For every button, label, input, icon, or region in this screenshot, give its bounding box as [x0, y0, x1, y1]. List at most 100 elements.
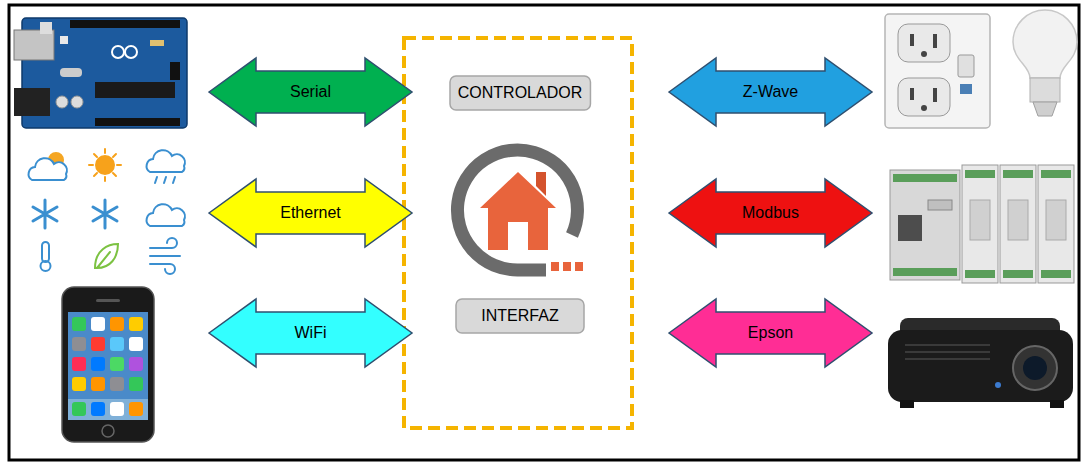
smartphone-part [72, 317, 86, 331]
controller-frame [404, 38, 632, 428]
weather-icons [29, 149, 185, 274]
weather-icons-part [89, 149, 121, 181]
plc-unit-part [1008, 200, 1028, 240]
house-logo-part [563, 262, 571, 271]
weather-icons-part [29, 158, 67, 180]
arduino-board-part [150, 40, 164, 46]
smartphone-part [91, 377, 105, 391]
smartphone-part [110, 357, 124, 371]
weather-icons-part [150, 238, 180, 274]
smartphone-part [110, 317, 124, 331]
double-arrow [209, 299, 412, 367]
smartphone-part [72, 337, 86, 351]
house-logo-part [575, 262, 583, 271]
node-label: WiFi [295, 323, 327, 342]
projector-part [888, 330, 1073, 402]
smart-outlet [885, 14, 990, 128]
smartphone-part [91, 402, 105, 416]
smartphone-part [91, 357, 105, 371]
smart-outlet-part [921, 51, 927, 57]
smart-bulb-part [1030, 78, 1060, 102]
arduino-board-part [170, 62, 180, 80]
plc-unit-part [1038, 165, 1074, 283]
plc-unit-part [893, 268, 957, 276]
weather-icons-part [95, 244, 118, 268]
weather-icons-part-part [33, 200, 57, 228]
weather-icons-part [41, 261, 51, 271]
plc-unit-part [928, 200, 952, 210]
grey-box [456, 299, 584, 333]
smartphone-part [91, 337, 105, 351]
arduino-board [14, 18, 187, 128]
smart-outlet-part [898, 78, 950, 116]
node-label: Epson [748, 323, 793, 342]
projector-part [1013, 346, 1057, 390]
protocol-arrow: Ethernet [208, 178, 413, 248]
house-logo-part [536, 172, 546, 196]
arduino-board-part [71, 96, 83, 108]
smart-bulb-part [1033, 102, 1057, 116]
arduino-board-part [112, 46, 124, 58]
smart-outlet-part [933, 34, 937, 48]
smartphone [62, 287, 154, 442]
arduino-board-part [95, 82, 175, 98]
weather-icons-part [147, 150, 185, 172]
smart-outlet-part [960, 84, 972, 94]
projector-part [900, 400, 914, 408]
arduino-board-part [70, 20, 180, 28]
role-box: INTERFAZ [455, 298, 585, 334]
smart-outlet-part [910, 34, 914, 46]
smartphone-part [91, 317, 105, 331]
arduino-board-part [60, 68, 82, 77]
weather-icons-part [155, 177, 175, 183]
house-logo-part [457, 150, 577, 270]
plc-unit-part [1041, 170, 1071, 178]
plc-unit-part [1003, 270, 1033, 278]
plc-unit-part [1041, 270, 1071, 278]
smart-outlet-part [910, 88, 914, 100]
arduino-board-part [56, 96, 68, 108]
double-arrow [209, 58, 412, 126]
plc-unit-part [965, 170, 995, 178]
smart-outlet-part [898, 24, 950, 62]
smartphone-part [129, 402, 143, 416]
plc-unit-part [965, 270, 995, 278]
plc-unit-part [1000, 165, 1036, 283]
weather-icons-part [96, 156, 114, 174]
smartphone-part [72, 377, 86, 391]
weather-icons-part-part [93, 200, 117, 228]
node-label: Ethernet [280, 203, 340, 222]
smartphone-part [110, 377, 124, 391]
smartphone-part [72, 402, 86, 416]
arduino-board-part [95, 118, 180, 126]
plc-unit-part [1046, 200, 1066, 240]
smart-outlet-part [933, 88, 937, 102]
smartphone-part [110, 337, 124, 351]
smartphone-part [68, 312, 148, 420]
arduino-board-part [125, 46, 137, 58]
smart-bulb [1013, 10, 1077, 116]
smartphone-part [68, 399, 148, 420]
protocol-arrow: Z-Wave [668, 57, 873, 127]
protocol-arrow: Epson [668, 298, 873, 368]
smartphone-part [96, 299, 120, 302]
arduino-board-part [40, 22, 52, 34]
smart-outlet-part [885, 14, 990, 128]
weather-icons-part-part [147, 150, 185, 172]
smartphone-part [129, 357, 143, 371]
node-label: Serial [290, 82, 331, 101]
double-arrow [669, 58, 872, 126]
projector-part [995, 382, 1001, 388]
house-logo-part [480, 172, 556, 250]
protocol-arrow: WiFi [208, 298, 413, 368]
plc-unit-part [898, 215, 922, 241]
smartphone-part [129, 337, 143, 351]
plc-unit [890, 165, 1074, 283]
double-arrow [669, 299, 872, 367]
smartphone-part [72, 357, 86, 371]
projector [888, 318, 1073, 408]
protocol-arrow: Modbus [668, 178, 873, 248]
